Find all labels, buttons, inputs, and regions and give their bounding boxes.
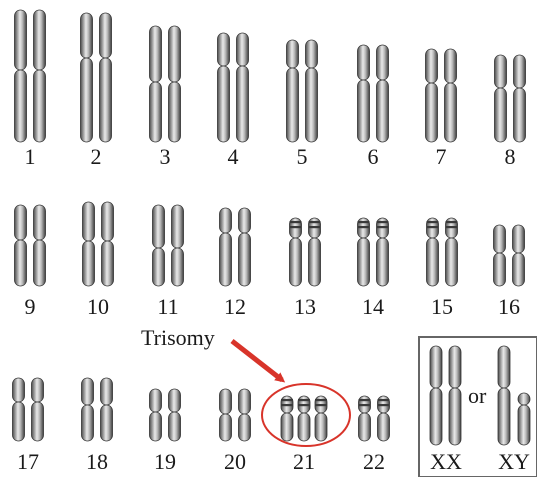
trisomy-label: Trisomy — [141, 325, 215, 350]
chromosome-y — [517, 392, 531, 446]
pair-label-3: 3 — [160, 144, 171, 169]
pair-label-8: 8 — [505, 144, 516, 169]
chromosome-6-1 — [357, 44, 370, 143]
trisomy-arrow — [230, 339, 286, 383]
chromosome-7-1 — [425, 48, 438, 143]
pair-label-7: 7 — [436, 144, 447, 169]
chromosome-9-1 — [14, 204, 27, 287]
pair-label-1: 1 — [25, 144, 36, 169]
pair-label-21: 21 — [293, 449, 315, 474]
xx-label: XX — [430, 449, 462, 474]
pair-label-14: 14 — [362, 294, 384, 319]
chromosome-12-2 — [238, 207, 251, 287]
pair-label-20: 20 — [224, 449, 246, 474]
chromosome-16-2 — [512, 224, 525, 287]
chromosome-22-2 — [377, 395, 390, 442]
chromosome-1-1 — [14, 9, 27, 143]
pair-label-9: 9 — [25, 294, 36, 319]
pair-label-2: 2 — [91, 144, 102, 169]
chromosome-2-2 — [99, 12, 112, 143]
chromosome-21-2 — [297, 395, 311, 442]
xy-label: XY — [498, 449, 530, 474]
chromosome-14-2 — [376, 217, 389, 287]
pair-label-5: 5 — [297, 144, 308, 169]
trisomy-highlight-circle — [261, 383, 351, 447]
chromosome-set — [12, 9, 531, 446]
chromosome-21-3 — [314, 395, 328, 442]
chromosome-5-1 — [286, 39, 299, 143]
chromosome-4-2 — [236, 32, 249, 143]
chromosome-9-2 — [33, 204, 46, 287]
pair-label-6: 6 — [368, 144, 379, 169]
pair-label-16: 16 — [498, 294, 520, 319]
pair-label-18: 18 — [86, 449, 108, 474]
chromosome-12-1 — [219, 207, 232, 287]
pair-label-4: 4 — [228, 144, 239, 169]
chromosome-x-1 — [429, 345, 443, 446]
chromosome-20-2 — [238, 388, 251, 442]
chromosome-3-1 — [149, 25, 162, 143]
sex-chromosome-connector: or — [468, 383, 487, 408]
pair-label-12: 12 — [224, 294, 246, 319]
pair-label-22: 22 — [363, 449, 385, 474]
chromosome-16-1 — [493, 224, 506, 287]
pair-label-13: 13 — [294, 294, 316, 319]
chromosome-10-2 — [101, 201, 114, 287]
pair-label-17: 17 — [17, 449, 39, 474]
chromosome-14-1 — [357, 217, 370, 287]
chromosome-13-2 — [308, 217, 321, 287]
chromosome-5-2 — [305, 39, 318, 143]
chromosome-15-1 — [426, 217, 439, 287]
pair-label-19: 19 — [154, 449, 176, 474]
chromosome-19-2 — [168, 388, 181, 442]
chromosome-18-2 — [100, 377, 113, 442]
pair-label-10: 10 — [87, 294, 109, 319]
chromosome-22-1 — [358, 395, 371, 442]
chromosome-21-1 — [280, 395, 294, 442]
chromosome-3-2 — [168, 25, 181, 143]
pair-labels: 1 2 3 4 5 6 7 8 9 10 11 12 13 14 15 16 1… — [17, 144, 520, 474]
chromosome-x-2 — [448, 345, 462, 446]
chromosome-17-2 — [31, 377, 44, 442]
chromosome-15-2 — [445, 217, 458, 287]
chromosome-11-2 — [171, 204, 184, 287]
chromosome-1-2 — [33, 9, 46, 143]
chromosome-18-1 — [81, 377, 94, 442]
chromosome-7-2 — [444, 48, 457, 143]
chromosome-8-1 — [494, 54, 507, 143]
pair-label-15: 15 — [431, 294, 453, 319]
chromosome-x-3 — [497, 345, 511, 446]
chromosome-13-1 — [289, 217, 302, 287]
chromosome-11-1 — [152, 204, 165, 287]
chromosome-17-1 — [12, 377, 25, 442]
sex-chromosome-box — [418, 336, 537, 477]
chromosome-19-1 — [149, 388, 162, 442]
chromosome-20-1 — [219, 388, 232, 442]
chromosome-2-1 — [80, 12, 93, 143]
pair-label-11: 11 — [157, 294, 178, 319]
chromosome-8-2 — [513, 54, 526, 143]
chromosome-10-1 — [82, 201, 95, 287]
chromosome-6-2 — [376, 44, 389, 143]
chromosome-4-1 — [217, 32, 230, 143]
